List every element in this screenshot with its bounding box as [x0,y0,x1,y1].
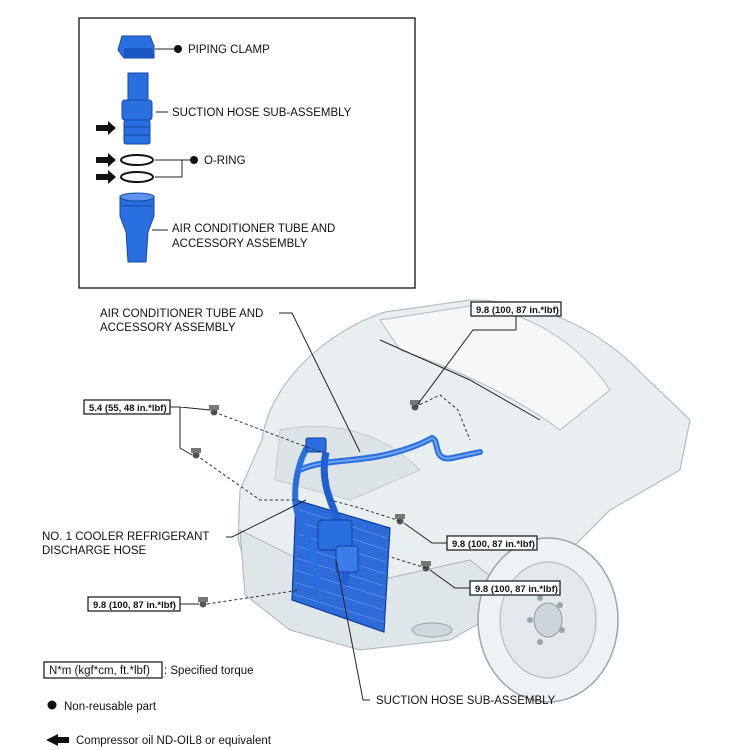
legend-non-reusable: Non-reusable part [64,701,157,713]
label-ac-tube-main-2: ACCESSORY ASSEMBLY [100,322,236,334]
torque-box-left-lower: 9.8 (100, 87 in.*lbf) [87,596,181,612]
svg-text:5.4 (55, 48 in.*lbf): 5.4 (55, 48 in.*lbf) [89,403,167,414]
legend: N*m (kgf*cm, ft.*lbf) : Specified torque… [43,661,272,747]
svg-text:9.8 (100, 87 in.*lbf): 9.8 (100, 87 in.*lbf) [476,305,559,316]
non-reusable-bullet [174,45,182,53]
svg-text:9.8 (100, 87 in.*lbf): 9.8 (100, 87 in.*lbf) [452,539,535,550]
svg-text:9.8 (100, 87 in.*lbf): 9.8 (100, 87 in.*lbf) [93,600,176,611]
torque-box-right-low: 9.8 (100, 87 in.*lbf) [469,580,561,596]
legend-torque-key: N*m (kgf*cm, ft.*lbf) [49,665,150,677]
label-discharge-hose-1: NO. 1 COOLER REFRIGERANT [42,531,209,543]
torque-box-right-mid: 9.8 (100, 87 in.*lbf) [446,535,538,551]
label-ac-tube-main-1: AIR CONDITIONER TUBE AND [100,308,263,320]
label-piping-clamp: PIPING CLAMP [188,44,270,56]
label-ac-tube-inset-2: ACCESSORY ASSEMBLY [172,238,308,250]
legend-compressor-oil: Compressor oil ND-OIL8 or equivalent [76,735,272,747]
suction-hose-part [121,72,153,145]
bolt-icon [191,448,201,459]
compressor-oil-arrow-icon [96,153,116,167]
svg-text:9.8 (100, 87 in.*lbf): 9.8 (100, 87 in.*lbf) [475,584,558,595]
compressor-oil-arrow-icon [46,734,69,746]
compressor-oil-arrow-icon [96,121,116,135]
o-ring-lower [120,171,154,183]
vehicle-front-illustration [237,299,691,703]
condenser-and-tubes [291,434,483,633]
bolt-icon [209,405,219,416]
bolt-icon [198,597,208,608]
torque-box-top-right: 9.8 (100, 87 in.*lbf) [470,301,562,317]
label-ac-tube-inset-1: AIR CONDITIONER TUBE AND [172,223,335,235]
o-ring-upper [120,154,154,166]
label-o-ring: O-RING [204,155,246,167]
label-suction-hose-inset: SUCTION HOSE SUB-ASSEMBLY [172,107,352,119]
non-reusable-bullet [47,700,57,710]
torque-box-left-upper: 5.4 (55, 48 in.*lbf) [83,399,171,415]
label-suction-hose-main: SUCTION HOSE SUB-ASSEMBLY [376,695,556,707]
legend-torque-desc: : Specified torque [164,665,254,677]
ac-tube-part [119,192,155,263]
front-wheel [477,537,619,703]
compressor-oil-arrow-icon [96,170,116,184]
inset-detail-panel: PIPING CLAMP SUCTION HOSE SUB-ASSEMBLY O… [78,17,416,289]
non-reusable-bullet [190,156,198,164]
piping-clamp-part [117,35,155,59]
label-discharge-hose-2: DISCHARGE HOSE [42,545,146,557]
